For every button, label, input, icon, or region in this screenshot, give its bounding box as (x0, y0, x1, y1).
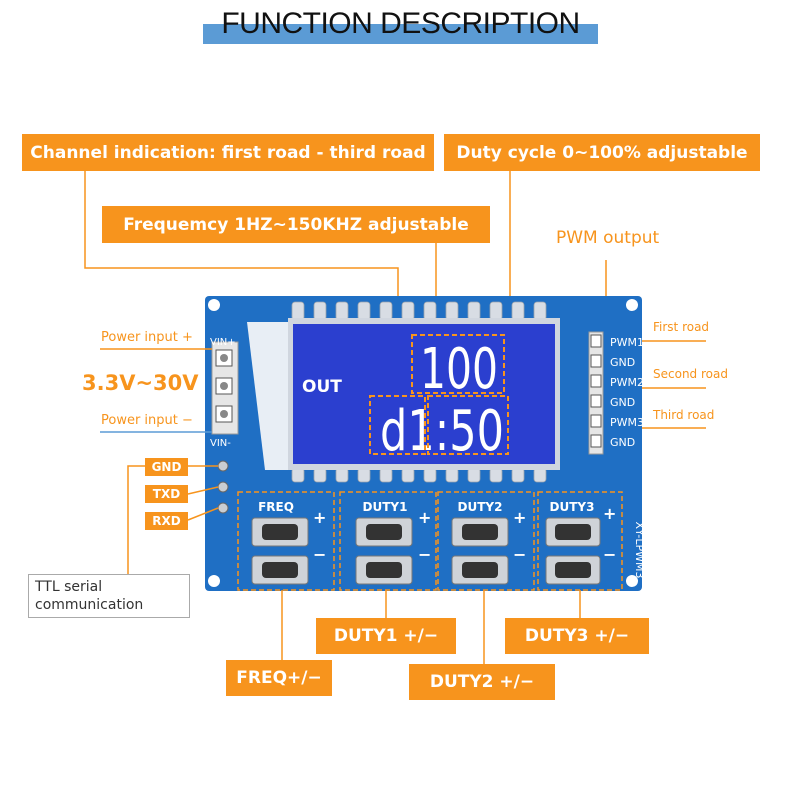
duty2-button-callout: DUTY2 +/− (409, 664, 555, 700)
pwm-output-label: PWM output (556, 228, 660, 248)
lcd-top-value: 100 (420, 337, 498, 402)
serial-gnd-label: GND (145, 458, 188, 476)
svg-text:−: − (418, 545, 431, 564)
ttl-serial-line1: TTL serial (35, 579, 103, 595)
second-road-label: Second road (653, 367, 728, 381)
freq-button-frame (237, 491, 335, 591)
pin-pwm3: PWM3 (610, 416, 644, 429)
pin-gnd-3: GND (610, 436, 635, 449)
duty3-silk: DUTY3 (550, 500, 595, 514)
ttl-serial-line2: communication (35, 597, 144, 613)
pin-gnd-2: GND (610, 396, 635, 409)
serial-txd-label: TXD (145, 485, 188, 503)
tactile-buttons (251, 517, 601, 585)
lcd-out-label: OUT (302, 377, 342, 397)
serial-rxd-label: RXD (145, 512, 188, 530)
lcd-freq-highlight (427, 395, 509, 455)
vin-plus-silk: VIN+ (210, 337, 236, 348)
lcd-channel-highlight (369, 395, 426, 455)
pin-pwm2: PWM2 (610, 376, 644, 389)
svg-text:−: − (313, 545, 326, 564)
duty1-button-frame (339, 491, 437, 591)
header-underline-bar (203, 24, 598, 44)
power-input-minus-label: Power input − (101, 413, 193, 428)
duty1-button-callout: DUTY1 +/− (316, 618, 456, 654)
svg-text:+: + (313, 508, 326, 527)
vin-minus-silk: VIN- (210, 438, 231, 449)
freq-silk: FREQ (258, 500, 294, 514)
duty-cycle-callout: Duty cycle 0~100% adjustable (444, 134, 760, 171)
freq-button-callout: FREQ+/− (226, 660, 332, 696)
ttl-serial-label: TTL serial communication (28, 574, 190, 618)
duty1-silk: DUTY1 (363, 500, 408, 514)
svg-text:+: + (603, 504, 616, 523)
channel-indication-callout: Channel indication: first road - third r… (22, 134, 434, 171)
duty2-button-frame (437, 491, 535, 591)
pin-gnd-1: GND (610, 356, 635, 369)
frequency-callout: Frequemcy 1HZ~150KHZ adjustable (102, 206, 490, 243)
board-model-silk: XY-LPWM3 (633, 521, 646, 578)
duty3-button-callout: DUTY3 +/− (505, 618, 649, 654)
voltage-range-label: 3.3V~30V (82, 371, 199, 395)
svg-text:−: − (513, 545, 526, 564)
power-input-plus-label: Power input + (101, 330, 193, 345)
lcd-pins (291, 301, 547, 483)
svg-text:+: + (513, 508, 526, 527)
pin-pwm1: PWM1 (610, 336, 644, 349)
duty2-silk: DUTY2 (458, 500, 503, 514)
third-road-label: Third road (653, 408, 715, 422)
svg-text:−: − (603, 545, 616, 564)
svg-text:+: + (418, 508, 431, 527)
page-title: FUNCTION DESCRIPTION (221, 7, 580, 40)
first-road-label: First road (653, 320, 710, 334)
lcd-duty-highlight (411, 334, 505, 394)
